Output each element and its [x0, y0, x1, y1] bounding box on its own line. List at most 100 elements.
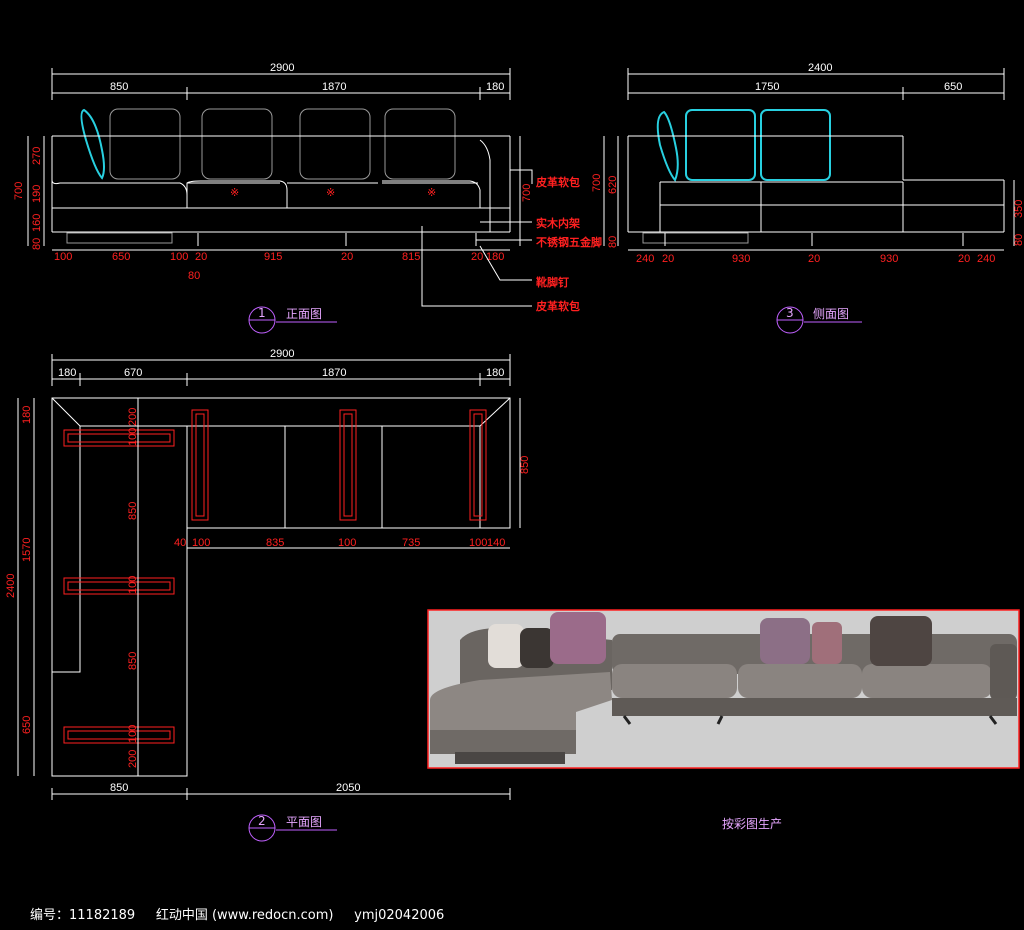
front-dim-mid: 1870 [322, 81, 346, 93]
plan-idim-6: 200 [127, 750, 139, 768]
front-pillow-4 [384, 108, 456, 180]
side-dim-chaise: 650 [944, 81, 962, 93]
plan-caption-index: 2 [258, 814, 266, 828]
side-dim-back: 620 [607, 176, 619, 194]
plan-sdim-2: 835 [266, 537, 284, 549]
plan-sdim-3: 100 [338, 537, 356, 549]
plan-leg-2 [339, 409, 357, 521]
front-bdim-1: 650 [112, 251, 130, 263]
front-view: 2900 850 1870 180 ※ ※ ※ 270 700 190 1 [13, 62, 602, 334]
front-bdim-3: 20 [195, 251, 207, 263]
plan-caption: 平面图 [286, 815, 322, 829]
plan-bdim-0: 850 [110, 782, 128, 794]
plan-dim-arm-l: 180 [58, 367, 76, 379]
plan-idim-2: 850 [127, 502, 139, 520]
plan-idim-1: 100 [127, 428, 139, 446]
side-dim-total: 2400 [808, 62, 832, 74]
side-dim-height: 700 [591, 174, 603, 192]
front-dim-left: 850 [110, 81, 128, 93]
note-wood-frame: 实木内架 [536, 216, 580, 230]
photo-seat-1 [612, 664, 737, 698]
note-steel-feet: 不锈钢五金脚 [536, 235, 602, 249]
front-bdim-0: 100 [54, 251, 72, 263]
photo-armrest [990, 644, 1017, 700]
side-caption: 侧面图 [813, 307, 849, 321]
front-bdim-8: 180 [486, 251, 504, 263]
side-caption-index: 3 [786, 306, 794, 320]
plan-idim-4: 850 [127, 652, 139, 670]
front-caption-index: 1 [258, 306, 266, 320]
side-base [642, 232, 749, 244]
front-seam-mark-2: ※ [326, 187, 335, 199]
plan-dim-arm-r: 180 [486, 367, 504, 379]
side-bdim-0: 240 [636, 253, 654, 265]
side-dim-foot: 80 [607, 236, 619, 248]
side-bdim-3: 20 [808, 253, 820, 265]
side-bdim-2: 930 [732, 253, 750, 265]
side-pillow-2 [760, 109, 831, 181]
front-bdim-9: 80 [188, 270, 200, 282]
photo-pillow-pattern-3 [812, 622, 842, 664]
front-bdim-7: 20 [471, 251, 483, 263]
plan-ldim-1: 1570 [21, 538, 33, 562]
plan-idim-3: 100 [127, 576, 139, 594]
side-bdim-1: 20 [662, 253, 674, 265]
note-leather-1: 皮革软包 [535, 175, 580, 189]
photo-seat-3 [862, 664, 992, 698]
photo-pillow-dark-2 [870, 616, 932, 666]
front-seam-mark-3: ※ [427, 187, 436, 199]
photo-pillow-pattern-2 [760, 618, 810, 664]
plan-ldim-0: 180 [21, 406, 33, 424]
front-dim-base: 160 [31, 214, 43, 232]
side-bdim-4: 930 [880, 253, 898, 265]
plan-leg-3 [469, 409, 487, 521]
photo-pillow-dark [520, 628, 554, 668]
front-dim-foot: 80 [31, 238, 43, 250]
front-caption: 正面图 [286, 307, 322, 321]
plan-bdim-1: 2050 [336, 782, 360, 794]
front-pillow-2 [201, 108, 273, 180]
front-dim-height: 700 [13, 182, 25, 200]
plan-sdim-0: 40 [174, 537, 186, 549]
side-bdim-5: 20 [958, 253, 970, 265]
plan-sdim-6: 140 [487, 537, 505, 549]
front-side-cushion [80, 108, 105, 180]
front-seam-mark-1: ※ [230, 187, 239, 199]
footer-watermark: 编号：11182189 红动中国 (www.redocn.com) ymj020… [30, 907, 444, 923]
photo-pillow-white [488, 624, 524, 668]
front-base-left [66, 232, 173, 244]
plan-dim-total: 2900 [270, 348, 294, 360]
note-leather-2: 皮革软包 [535, 299, 580, 313]
sofa-photo: 按彩图生产 [427, 609, 1020, 831]
photo-pillow-pattern-1 [550, 612, 606, 664]
plan-leg-4 [63, 429, 175, 447]
plan-leg-6 [63, 726, 175, 744]
photo-seat-2 [738, 664, 862, 698]
plan-idim-5: 100 [127, 725, 139, 743]
front-dim-right: 180 [486, 81, 504, 93]
note-boot-nail: 靴脚钉 [536, 275, 569, 289]
plan-view: 2900 180 670 1870 180 200 100 850 100 85… [5, 348, 531, 842]
plan-leg-5 [63, 577, 175, 595]
photo-chaise [430, 672, 612, 735]
plan-sdim-1: 100 [192, 537, 210, 549]
side-cushion [656, 110, 679, 182]
side-dim-main: 1750 [755, 81, 779, 93]
side-dim-chaise-foot: 80 [1013, 234, 1024, 246]
front-bdim-4: 915 [264, 251, 282, 263]
plan-idim-0: 200 [127, 408, 139, 426]
side-pillow-1 [685, 109, 756, 181]
photo-caption: 按彩图生产 [722, 817, 782, 831]
front-pillow-1 [109, 108, 181, 180]
plan-dim-corner: 670 [124, 367, 142, 379]
front-dim-back: 270 [31, 147, 43, 165]
front-bdim-6: 815 [402, 251, 420, 263]
plan-rdim: 850 [519, 456, 531, 474]
front-bdim-2: 100 [170, 251, 188, 263]
plan-sdim-5: 100 [469, 537, 487, 549]
plan-leg-1 [191, 409, 209, 521]
side-bdim-6: 240 [977, 253, 995, 265]
plan-sdim-4: 735 [402, 537, 420, 549]
plan-ldim-3: 650 [21, 716, 33, 734]
